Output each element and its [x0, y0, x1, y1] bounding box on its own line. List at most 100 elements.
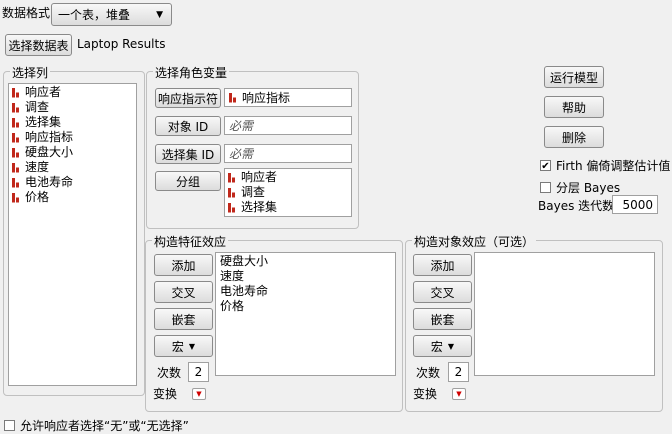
feature-add-button[interactable]: 添加: [154, 254, 213, 276]
checkbox-label: Firth 偏倚调整估计值: [556, 159, 671, 173]
table-name: Laptop Results: [77, 37, 166, 51]
list-item[interactable]: 选择集: [12, 115, 133, 130]
item-label: 价格: [25, 190, 50, 204]
group-title: 构造对象效应（可选）: [412, 233, 537, 250]
subject-nest-button[interactable]: 嵌套: [413, 308, 472, 330]
item-label: 响应指标: [25, 130, 74, 144]
list-item[interactable]: 响应指标: [12, 130, 133, 145]
item-label: 响应者: [241, 170, 278, 184]
list-item[interactable]: 速度: [220, 269, 245, 283]
checkbox-checked-icon: ✔: [540, 160, 551, 172]
item-label: 调查: [241, 185, 266, 199]
continuous-column-icon: [228, 202, 238, 213]
feature-macro-button[interactable]: 宏▼: [154, 335, 213, 357]
continuous-column-icon: [12, 117, 22, 128]
continuous-column-icon: [12, 132, 22, 143]
run-model-button[interactable]: 运行模型: [544, 66, 604, 88]
list-item[interactable]: 调查: [12, 100, 133, 115]
checkbox-label: 允许响应者选择“无”或“无选择”: [20, 419, 189, 433]
continuous-column-icon: [12, 147, 22, 158]
list-item[interactable]: 调查: [228, 185, 348, 200]
continuous-column-icon: [229, 92, 239, 103]
feature-effects-group: 构造特征效应: [145, 233, 403, 412]
subject-cross-button[interactable]: 交叉: [413, 281, 472, 303]
bayes-iterations-input[interactable]: 5000: [612, 195, 658, 214]
continuous-column-icon: [12, 192, 22, 203]
transform-dropdown-icon[interactable]: ▼: [192, 388, 206, 400]
allow-none-checkbox[interactable]: 允许响应者选择“无”或“无选择”: [4, 417, 189, 434]
degree-label: 次数: [157, 366, 182, 380]
subject-effects-group: 构造对象效应（可选）: [405, 233, 663, 412]
choice-set-id-field[interactable]: 必需: [224, 144, 352, 163]
checkbox-icon: [540, 182, 551, 193]
response-indicator-field[interactable]: 响应指标: [224, 88, 352, 107]
checkbox-icon: [4, 420, 15, 431]
item-label: 选择集: [25, 115, 62, 129]
group-list[interactable]: 响应者 调查 选择集: [224, 168, 352, 217]
column-list[interactable]: 响应者 调查 选择集 响应指标 硬盘大小 速度 电池寿命 价格: [8, 83, 137, 386]
list-item[interactable]: 硬盘大小: [12, 145, 133, 160]
data-format-dropdown[interactable]: 一个表，堆叠 ▼: [51, 3, 172, 26]
button-label: 宏: [430, 339, 443, 354]
group-title: 构造特征效应: [152, 233, 229, 250]
chevron-down-icon: ▼: [447, 341, 455, 351]
transform-dropdown-icon[interactable]: ▼: [452, 388, 466, 400]
subject-effects-list[interactable]: [474, 252, 655, 376]
firth-checkbox[interactable]: ✔ Firth 偏倚调整估计值: [540, 157, 670, 174]
list-item[interactable]: 价格: [220, 299, 245, 313]
list-item[interactable]: 响应者: [228, 170, 348, 185]
chevron-down-icon: ▼: [188, 341, 196, 351]
remove-button[interactable]: 删除: [544, 126, 604, 148]
feature-degree-input[interactable]: 2: [188, 362, 209, 382]
list-item[interactable]: 速度: [12, 160, 133, 175]
select-columns-group: 选择列 响应者 调查 选择集 响应指标 硬盘大小 速度 电池寿命 价格: [3, 64, 145, 396]
list-item[interactable]: 电池寿命: [220, 284, 269, 298]
continuous-column-icon: [12, 162, 22, 173]
bayes-checkbox[interactable]: 分层 Bayes: [540, 179, 620, 196]
list-item[interactable]: 电池寿命: [12, 175, 133, 190]
item-label: 电池寿命: [25, 175, 74, 189]
item-label: 选择集: [241, 200, 278, 214]
list-item[interactable]: 响应者: [12, 85, 133, 100]
list-item[interactable]: 硬盘大小: [220, 254, 269, 268]
continuous-column-icon: [12, 87, 22, 98]
list-item[interactable]: 选择集: [228, 200, 348, 215]
list-item[interactable]: 价格: [12, 190, 133, 205]
continuous-column-icon: [12, 177, 22, 188]
checkbox-label: 分层 Bayes: [556, 181, 621, 195]
subject-degree-input[interactable]: 2: [448, 362, 469, 382]
button-label: 宏: [171, 339, 184, 354]
group-title: 选择列: [10, 64, 51, 81]
select-table-button[interactable]: 选择数据表: [5, 34, 72, 56]
field-value: 响应指标: [242, 91, 291, 105]
item-label: 速度: [25, 160, 50, 174]
item-label: 响应者: [25, 85, 62, 99]
feature-cross-button[interactable]: 交叉: [154, 281, 213, 303]
continuous-column-icon: [228, 187, 238, 198]
transform-label: 变换: [413, 387, 438, 401]
bayes-iterations-label: Bayes 迭代数: [538, 199, 615, 213]
choice-set-id-button[interactable]: 选择集 ID: [155, 144, 221, 164]
help-button[interactable]: 帮助: [544, 96, 604, 118]
transform-label: 变换: [153, 387, 178, 401]
subject-macro-button[interactable]: 宏▼: [413, 335, 472, 357]
item-label: 硬盘大小: [25, 145, 74, 159]
continuous-column-icon: [12, 102, 22, 113]
subject-add-button[interactable]: 添加: [413, 254, 472, 276]
group-button[interactable]: 分组: [155, 171, 221, 191]
feature-effects-list[interactable]: 硬盘大小 速度 电池寿命 价格: [215, 252, 396, 376]
subject-id-button[interactable]: 对象 ID: [155, 116, 221, 136]
chevron-down-icon: ▼: [156, 9, 163, 20]
data-format-value: 一个表，堆叠: [58, 8, 131, 22]
item-label: 调查: [25, 100, 50, 114]
subject-id-field[interactable]: 必需: [224, 116, 352, 135]
select-roles-group: 选择角色变量: [146, 64, 359, 229]
continuous-column-icon: [228, 172, 238, 183]
field-placeholder: 必需: [229, 119, 254, 133]
data-format-label: 数据格式: [2, 6, 51, 20]
feature-nest-button[interactable]: 嵌套: [154, 308, 213, 330]
group-title: 选择角色变量: [153, 64, 230, 81]
response-indicator-button[interactable]: 响应指示符: [155, 88, 221, 108]
degree-label: 次数: [416, 366, 441, 380]
field-placeholder: 必需: [229, 147, 254, 161]
